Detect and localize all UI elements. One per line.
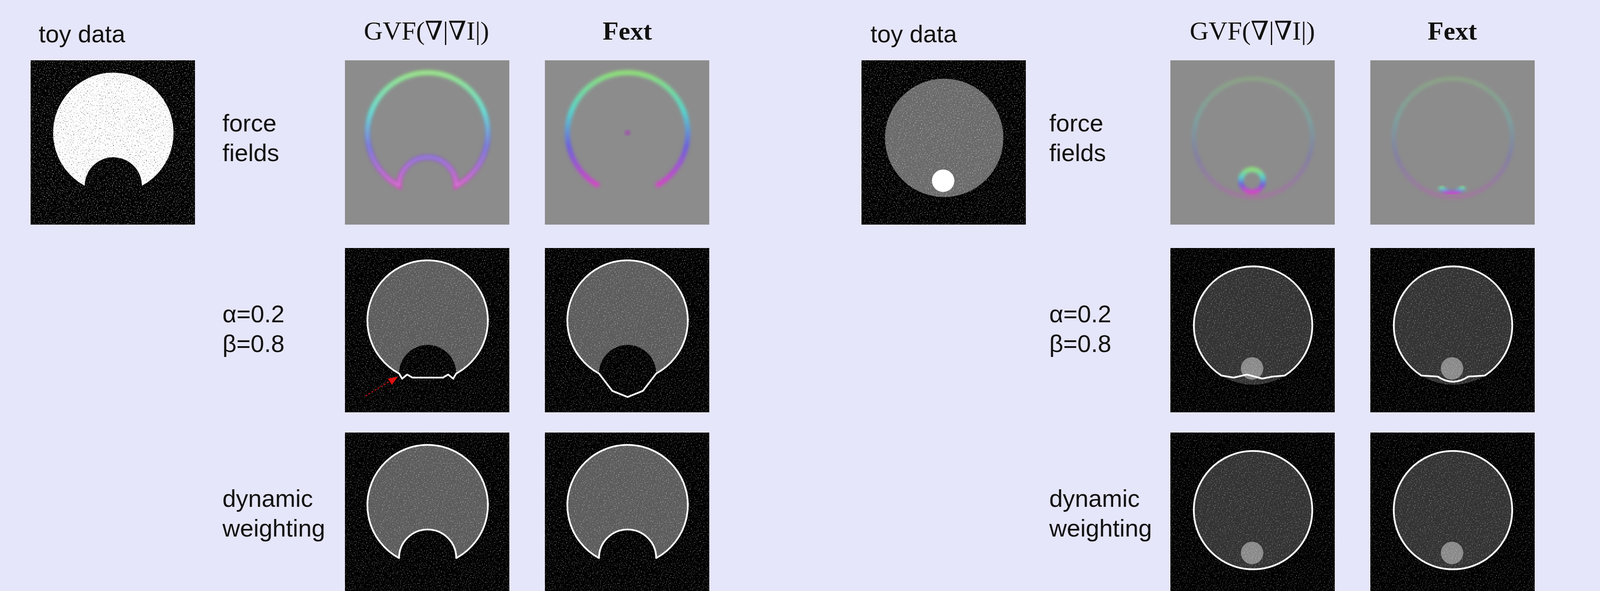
row-label: force fields [222,108,327,168]
panel-heading: toy data [870,18,957,49]
image-panel [1170,60,1335,225]
image-panel [1170,248,1335,413]
column-heading: Fext [602,16,653,46]
image-panel [861,60,1026,225]
column-heading: Fext [1427,16,1478,46]
row-label: force fields [1049,108,1153,168]
row-label: dynamic weighting [1049,483,1170,544]
image-panel [1170,432,1335,591]
image-panel [1370,248,1535,413]
row-label: α=0.2 β=0.8 [222,299,322,359]
image-panel [1370,60,1535,225]
image-panel [1370,432,1535,591]
column-heading: GVF(∇|∇I|) [363,16,490,46]
image-panel [344,248,510,413]
image-panel [344,60,510,225]
row-label: α=0.2 β=0.8 [1049,299,1149,359]
row-label: dynamic weighting [222,483,344,544]
image-panel [544,432,710,591]
image-panel [344,432,510,591]
panel-heading: toy data [38,18,126,49]
image-panel [544,60,710,225]
column-heading: GVF(∇|∇I|) [1189,16,1315,46]
image-panel [544,248,710,413]
image-panel [30,60,195,225]
